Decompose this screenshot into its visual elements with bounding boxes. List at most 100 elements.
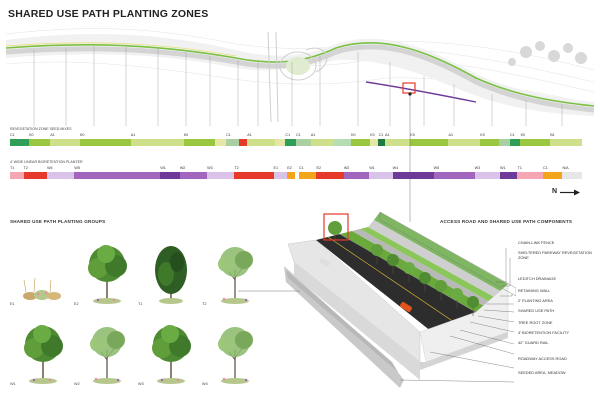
section-callout: CHAIN-LINK FENCE [518,240,555,245]
plant-group-code: W2 [74,382,80,386]
bioretention-segment [287,172,295,179]
bioretention-segment [433,172,475,179]
plant-group-e1: E1 [10,238,70,314]
bioretention-segment-code: N/A [562,166,569,170]
section-perspective [284,212,516,388]
bioretention-segment [10,172,24,179]
bioretention-segment [316,172,344,179]
plant-group-t2: T2 [202,238,262,314]
bioretention-label: 4' WIDE LINEAR BIORETENTION PLANTER [10,160,83,164]
revegetation-segment-code: A1 [247,133,252,137]
plant-group-code: W4 [202,382,208,386]
plant-group-w3: W3 [138,318,198,394]
revegetation-segment [215,139,227,146]
leader-line [408,92,412,222]
bioretention-segment [517,172,543,179]
revegetation-segment [295,139,311,146]
plant-group-code: T2 [202,302,207,306]
bioretention-segment-code: T2 [234,166,239,170]
revegetation-segment [247,139,275,146]
bioretention-segment-code: E1 [273,166,279,170]
revegetation-segment-code: A1 [384,133,390,137]
bioretention-segment [273,172,288,179]
revegetation-segment [509,139,521,146]
north-label: N [552,188,558,195]
revegetation-segment-code: K0 [410,133,415,137]
revegetation-segment [384,139,411,146]
bioretention-segment [23,172,48,179]
bioretention-segment-code: T2 [23,166,28,170]
bioretention-segment [343,172,370,179]
revegetation-segment-code: K0 [29,133,34,137]
revegetation-segment-code: C1 [378,133,384,137]
bioretention-segment-code: W1 [160,166,166,170]
bioretention-segment-code: W2 [179,166,186,170]
revegetation-segment-code: K0 [351,133,356,137]
plant-illustration [148,320,194,389]
section-highlight-box [323,213,349,241]
plant-group-code: W1 [10,382,16,386]
revegetation-segment [274,139,286,146]
revegetation-label: REVEGETATION ZONE SEED MIXES [10,127,72,131]
bioretention-segment-code: W3 [207,166,213,170]
bioretention-segment [160,172,180,179]
revegetation-segment-code: B1 [550,133,555,137]
bioretention-segment-code: W5 [74,166,80,170]
revegetation-segment-code: C1 [226,133,231,137]
plant-illustration [84,320,130,389]
revegetation-segment [50,139,80,146]
plant-illustration [20,240,66,309]
revegetation-segment [130,139,184,146]
revegetation-segment-code: K0 [183,133,189,137]
bioretention-segment [74,172,161,179]
plant-illustration [84,240,130,309]
plant-illustration [212,320,258,389]
bioretention-segment-code: C1 [542,166,548,170]
section-callout: TREE ROOT ZONE [518,320,553,325]
revegetation-segment [285,139,296,146]
bioretention-segment [294,172,299,179]
bioretention-segment [392,172,434,179]
revegetation-segment-code: A1 [310,133,316,137]
revegetation-segment [350,139,371,146]
revegetation-segment-code: A1 [130,133,136,137]
north-arrow-icon [560,189,580,196]
bioretention-segment-code: W3 [474,166,481,170]
revegetation-segment-code: K0 [79,133,85,137]
revegetation-segment [370,139,379,146]
bioretention-bar [10,172,582,179]
bioretention-segment-code: E2 [287,166,292,170]
revegetation-segment [183,139,216,146]
revegetation-segment-code: C1 [296,133,301,137]
section-callout: RETAINING WALL [518,288,551,293]
revegetation-segment [520,139,551,146]
revegetation-segment [499,139,510,146]
revegetation-segment [550,139,582,146]
bioretention-segment-code: W4 [47,166,53,170]
section-callout: SHELTERED PARKWAY REVEGETATION ZONE [518,250,592,260]
revegetation-segment-code: K0 [480,133,485,137]
revegetation-segment [226,139,239,146]
section-callout: 2' PLANTING AREA [518,298,553,303]
revegetation-segment-code: C1 [10,133,15,137]
bioretention-segment-code: W1 [500,166,506,170]
section-title: ACCESS ROAD AND SHARED USE PATH COMPONEN… [440,219,573,224]
bioretention-segment-code: E2 [316,166,321,170]
bioretention-segment-code: W4 [392,166,399,170]
revegetation-bar [10,139,582,146]
plant-group-code: E2 [74,302,79,306]
section-callout: ROADWAY ACCESS ROAD [518,356,567,361]
revegetation-segment [448,139,481,146]
section-callout: 42" GUARD RAIL [518,340,549,345]
plant-group-code: W3 [138,382,144,386]
revegetation-segment [410,139,449,146]
revegetation-segment [10,139,30,146]
revegetation-segment-code: A1 [50,133,55,137]
planting-groups-title: SHARED USE PATH PLANTING GROUPS [10,219,106,224]
bioretention-segment-code: W2 [343,166,350,170]
section-callout: 4' BIORETENTION FACILITY [518,330,570,335]
bioretention-segment [207,172,235,179]
revegetation-segment-code: C1 [285,133,291,137]
section-callout: LEDITCH DRAINAGE [518,276,557,281]
